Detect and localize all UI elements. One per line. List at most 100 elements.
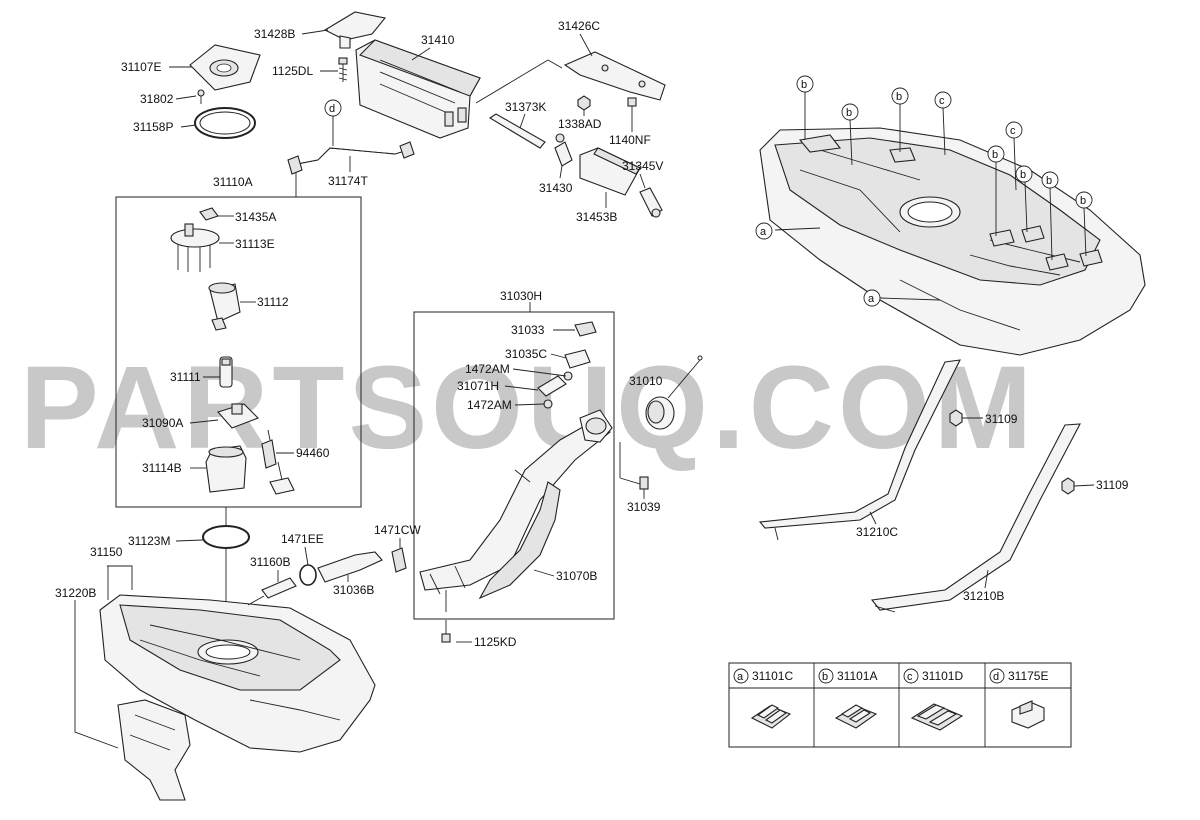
- part-31033-bracket: [574, 321, 597, 337]
- callout-b-6: b: [1041, 171, 1059, 189]
- legend-part-31101a: 31101A: [837, 669, 877, 683]
- label-31109-a: 31109: [985, 412, 1018, 426]
- part-31112-filter: [208, 282, 241, 331]
- legend-icon-b: [834, 704, 878, 729]
- part-31174t-tube: [287, 116, 415, 175]
- label-31345v: 31345V: [622, 159, 663, 173]
- filler-neck-assembly-box: [413, 311, 615, 620]
- label-31110a: 31110A: [213, 175, 253, 189]
- legend-table: a 31101C b 31101A c 31101D: [728, 662, 1072, 748]
- svg-text:c: c: [1010, 125, 1016, 137]
- part-31435a-connector: [199, 207, 219, 221]
- label-31210c: 31210C: [856, 525, 898, 539]
- label-1472am-a: 1472AM: [465, 362, 510, 376]
- part-31035c-valve: [564, 349, 591, 369]
- svg-text:d: d: [993, 671, 999, 683]
- part-1140nf-bolt: [627, 97, 637, 120]
- part-31150-fuel-tank: [99, 594, 376, 753]
- svg-text:a: a: [868, 293, 875, 305]
- part-31453b-filter: [579, 147, 641, 196]
- label-1471ee: 1471EE: [281, 532, 324, 546]
- svg-text:d: d: [329, 103, 335, 115]
- part-31107e-plate: [189, 44, 261, 91]
- label-1338ad: 1338AD: [558, 117, 602, 131]
- label-31030h: 31030H: [500, 289, 542, 303]
- label-31090a: 31090A: [142, 416, 183, 430]
- part-1125kd-bolt: [441, 590, 451, 643]
- label-31107e: 31107E: [121, 60, 161, 74]
- label-31033: 31033: [511, 323, 545, 337]
- label-31428b: 31428B: [254, 27, 295, 41]
- label-31160b: 31160B: [250, 555, 290, 569]
- fuel-pump-assembly-box: [115, 196, 362, 508]
- part-31373k-hose: [475, 59, 563, 149]
- part-31071h-hose: [537, 371, 573, 409]
- label-31220b: 31220B: [55, 586, 96, 600]
- callout-a-1: a: [755, 222, 773, 240]
- part-1471ee-clamp: [299, 564, 317, 586]
- legend-icon-c: [910, 703, 964, 731]
- part-31428b-bracket: [323, 11, 387, 49]
- label-31113e: 31113E: [235, 237, 275, 251]
- svg-text:c: c: [939, 95, 945, 107]
- part-31426c-bracket: [563, 51, 666, 101]
- callout-d-tube: d: [324, 99, 342, 117]
- label-1125kd: 1125KD: [474, 635, 517, 649]
- label-31430: 31430: [539, 181, 573, 195]
- label-31112: 31112: [257, 295, 289, 309]
- callout-b-2: b: [841, 103, 859, 121]
- part-31220b-heat-shield: [117, 699, 191, 801]
- watermark: PARTSOUQ.COM: [20, 342, 1036, 474]
- legend-item-a: a 31101C: [733, 668, 793, 729]
- callout-leaders-right: [774, 92, 1087, 301]
- label-1472am-b: 1472AM: [467, 398, 512, 412]
- svg-text:b: b: [896, 91, 902, 103]
- callout-b-5: b: [1015, 165, 1033, 183]
- part-31109-nut-b: [1061, 477, 1075, 495]
- part-31113e-flange: [170, 223, 220, 272]
- label-31426c: 31426C: [558, 19, 600, 33]
- label-31111: 31111: [170, 370, 201, 384]
- callout-b-3: b: [891, 87, 909, 105]
- label-31410: 31410: [421, 33, 455, 47]
- legend-item-c: c 31101D: [903, 668, 964, 731]
- label-31802: 31802: [140, 92, 174, 106]
- label-31070b: 31070B: [556, 569, 597, 583]
- legend-part-31101d: 31101D: [922, 669, 963, 683]
- legend-item-d: d 31175E: [989, 668, 1048, 729]
- label-31210b: 31210B: [963, 589, 1004, 603]
- legend-icon-d: [1011, 700, 1045, 729]
- legend-part-31175e: 31175E: [1008, 669, 1048, 683]
- label-31036b: 31036B: [333, 583, 374, 597]
- callout-a-2: a: [863, 289, 881, 307]
- svg-text:a: a: [737, 671, 744, 683]
- label-31071h: 31071H: [457, 379, 499, 393]
- label-31174t: 31174T: [328, 174, 368, 188]
- label-31114b: 31114B: [142, 461, 182, 475]
- part-31430-valve: [554, 133, 573, 167]
- part-31114b-reservoir: [205, 445, 247, 493]
- callout-c-2: c: [1005, 121, 1023, 139]
- callout-c-1: c: [934, 91, 952, 109]
- part-31345v-hose: [639, 187, 663, 218]
- label-31123m: 31123M: [128, 534, 170, 548]
- label-1125dl: 1125DL: [272, 64, 313, 78]
- label-31039: 31039: [627, 500, 661, 514]
- part-31111-pump: [219, 356, 233, 388]
- svg-text:b: b: [822, 671, 828, 683]
- svg-text:b: b: [992, 149, 998, 161]
- svg-text:b: b: [1046, 175, 1052, 187]
- label-1471cw: 1471CW: [374, 523, 421, 537]
- label-31035c: 31035C: [505, 347, 547, 361]
- callout-b-4: b: [987, 145, 1005, 163]
- part-1471cw-clamp: [391, 538, 407, 573]
- part-1338ad-nut: [577, 95, 591, 111]
- label-31150: 31150: [90, 545, 123, 559]
- label-31435a: 31435A: [235, 210, 276, 224]
- svg-text:b: b: [1080, 195, 1086, 207]
- part-31090a-regulator: [217, 403, 259, 429]
- part-1125dl-bolt: [338, 57, 348, 82]
- part-94460-sender: [261, 429, 295, 495]
- part-31210c-strap: [758, 359, 961, 541]
- label-31010: 31010: [629, 374, 663, 388]
